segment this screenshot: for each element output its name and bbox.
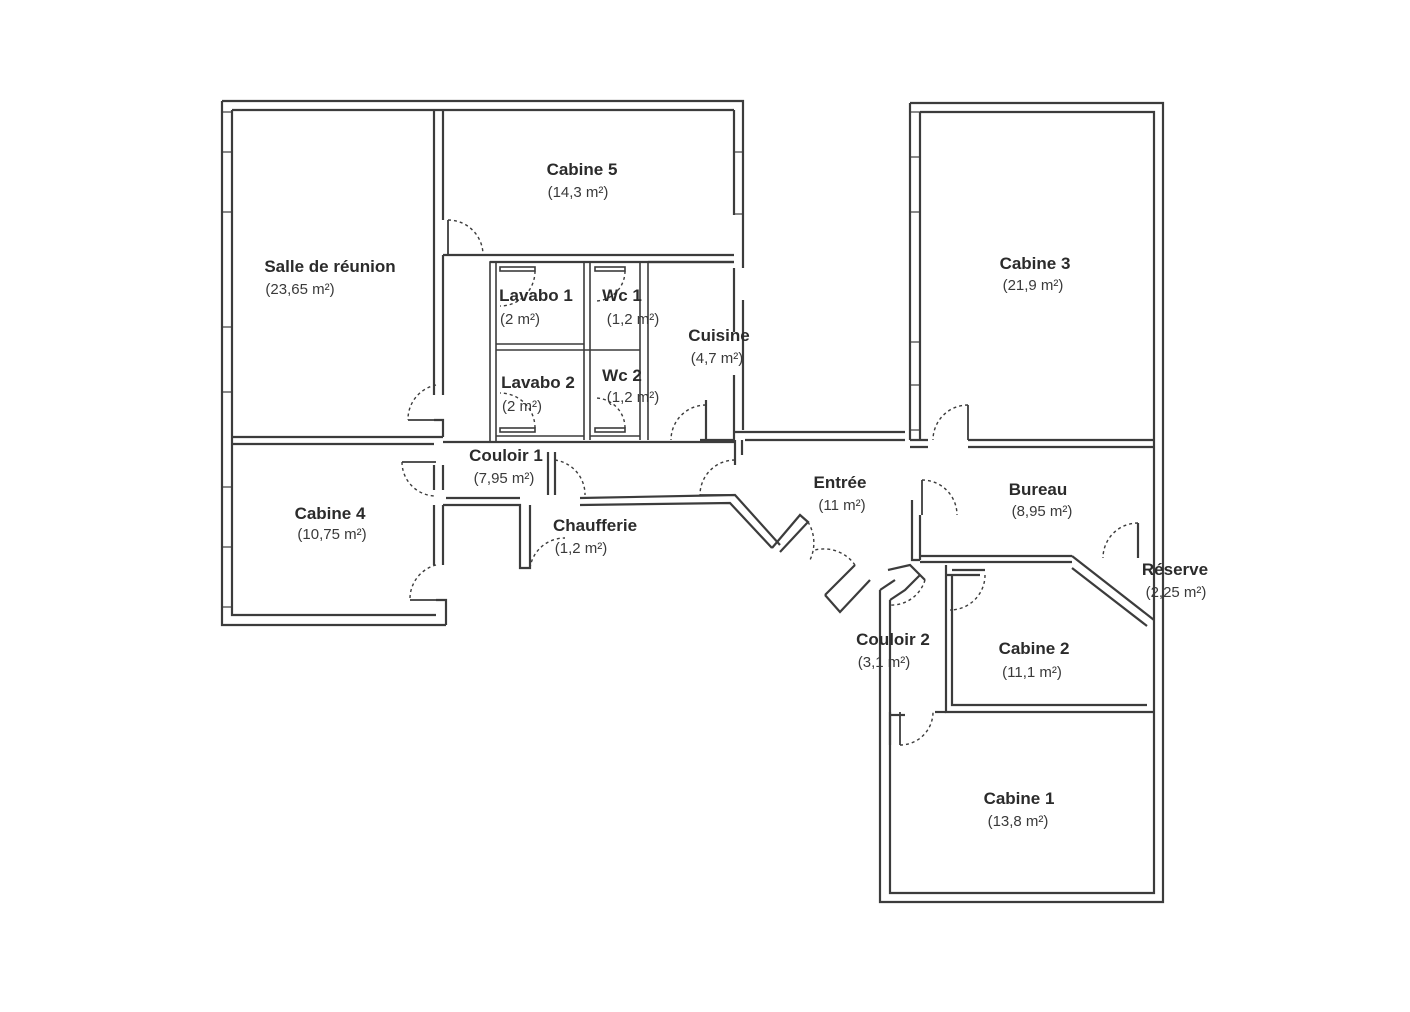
- room-name-reserve: Réserve: [1142, 560, 1208, 579]
- room-name-couloir-2: Couloir 2: [856, 630, 930, 649]
- doors: [401, 219, 1139, 746]
- room-area-lavabo-2: (2 m²): [502, 398, 542, 415]
- room-area-cabine-5: (14,3 m²): [548, 184, 609, 201]
- room-area-cabine-4: (10,75 m²): [297, 526, 366, 543]
- room-name-cabine-4: Cabine 4: [295, 504, 366, 523]
- room-area-cabine-3: (21,9 m²): [1003, 277, 1064, 294]
- room-name-cuisine: Cuisine: [688, 326, 749, 345]
- room-area-couloir-2: (3,1 m²): [858, 654, 911, 671]
- room-name-cabine-3: Cabine 3: [1000, 254, 1071, 273]
- room-name-cabine-5: Cabine 5: [547, 160, 618, 179]
- room-labels: Salle de réunion (23,65 m²) Cabine 5 (14…: [264, 160, 1208, 830]
- room-name-lavabo-1: Lavabo 1: [499, 286, 573, 305]
- room-name-salle-de-reunion: Salle de réunion: [264, 257, 395, 276]
- room-area-wc-2: (1,2 m²): [607, 389, 660, 406]
- room-area-cabine-2: (11,1 m²): [1002, 664, 1062, 681]
- room-area-salle-de-reunion: (23,65 m²): [265, 281, 334, 298]
- room-area-lavabo-1: (2 m²): [500, 311, 540, 328]
- room-area-cabine-1: (13,8 m²): [988, 813, 1049, 830]
- room-name-bureau: Bureau: [1009, 480, 1068, 499]
- room-name-entree: Entrée: [814, 473, 867, 492]
- room-name-wc-2: Wc 2: [602, 366, 642, 385]
- room-name-couloir-1: Couloir 1: [469, 446, 543, 465]
- walls-middle: [733, 430, 926, 614]
- walls-left-block: [220, 99, 781, 627]
- room-area-couloir-1: (7,95 m²): [474, 470, 535, 487]
- room-name-lavabo-2: Lavabo 2: [501, 373, 575, 392]
- room-name-cabine-1: Cabine 1: [984, 789, 1055, 808]
- room-area-chaufferie: (1,2 m²): [555, 540, 608, 557]
- room-area-bureau: (8,95 m²): [1012, 503, 1073, 520]
- room-area-cuisine: (4,7 m²): [691, 350, 744, 367]
- room-area-wc-1: (1,2 m²): [607, 311, 660, 328]
- room-area-reserve: (2,25 m²): [1146, 584, 1207, 601]
- room-area-entree: (11 m²): [818, 497, 865, 514]
- room-name-chaufferie: Chaufferie: [553, 516, 637, 535]
- room-name-cabine-2: Cabine 2: [999, 639, 1070, 658]
- room-name-wc-1: Wc 1: [602, 286, 642, 305]
- walls-right-block: [878, 101, 1165, 904]
